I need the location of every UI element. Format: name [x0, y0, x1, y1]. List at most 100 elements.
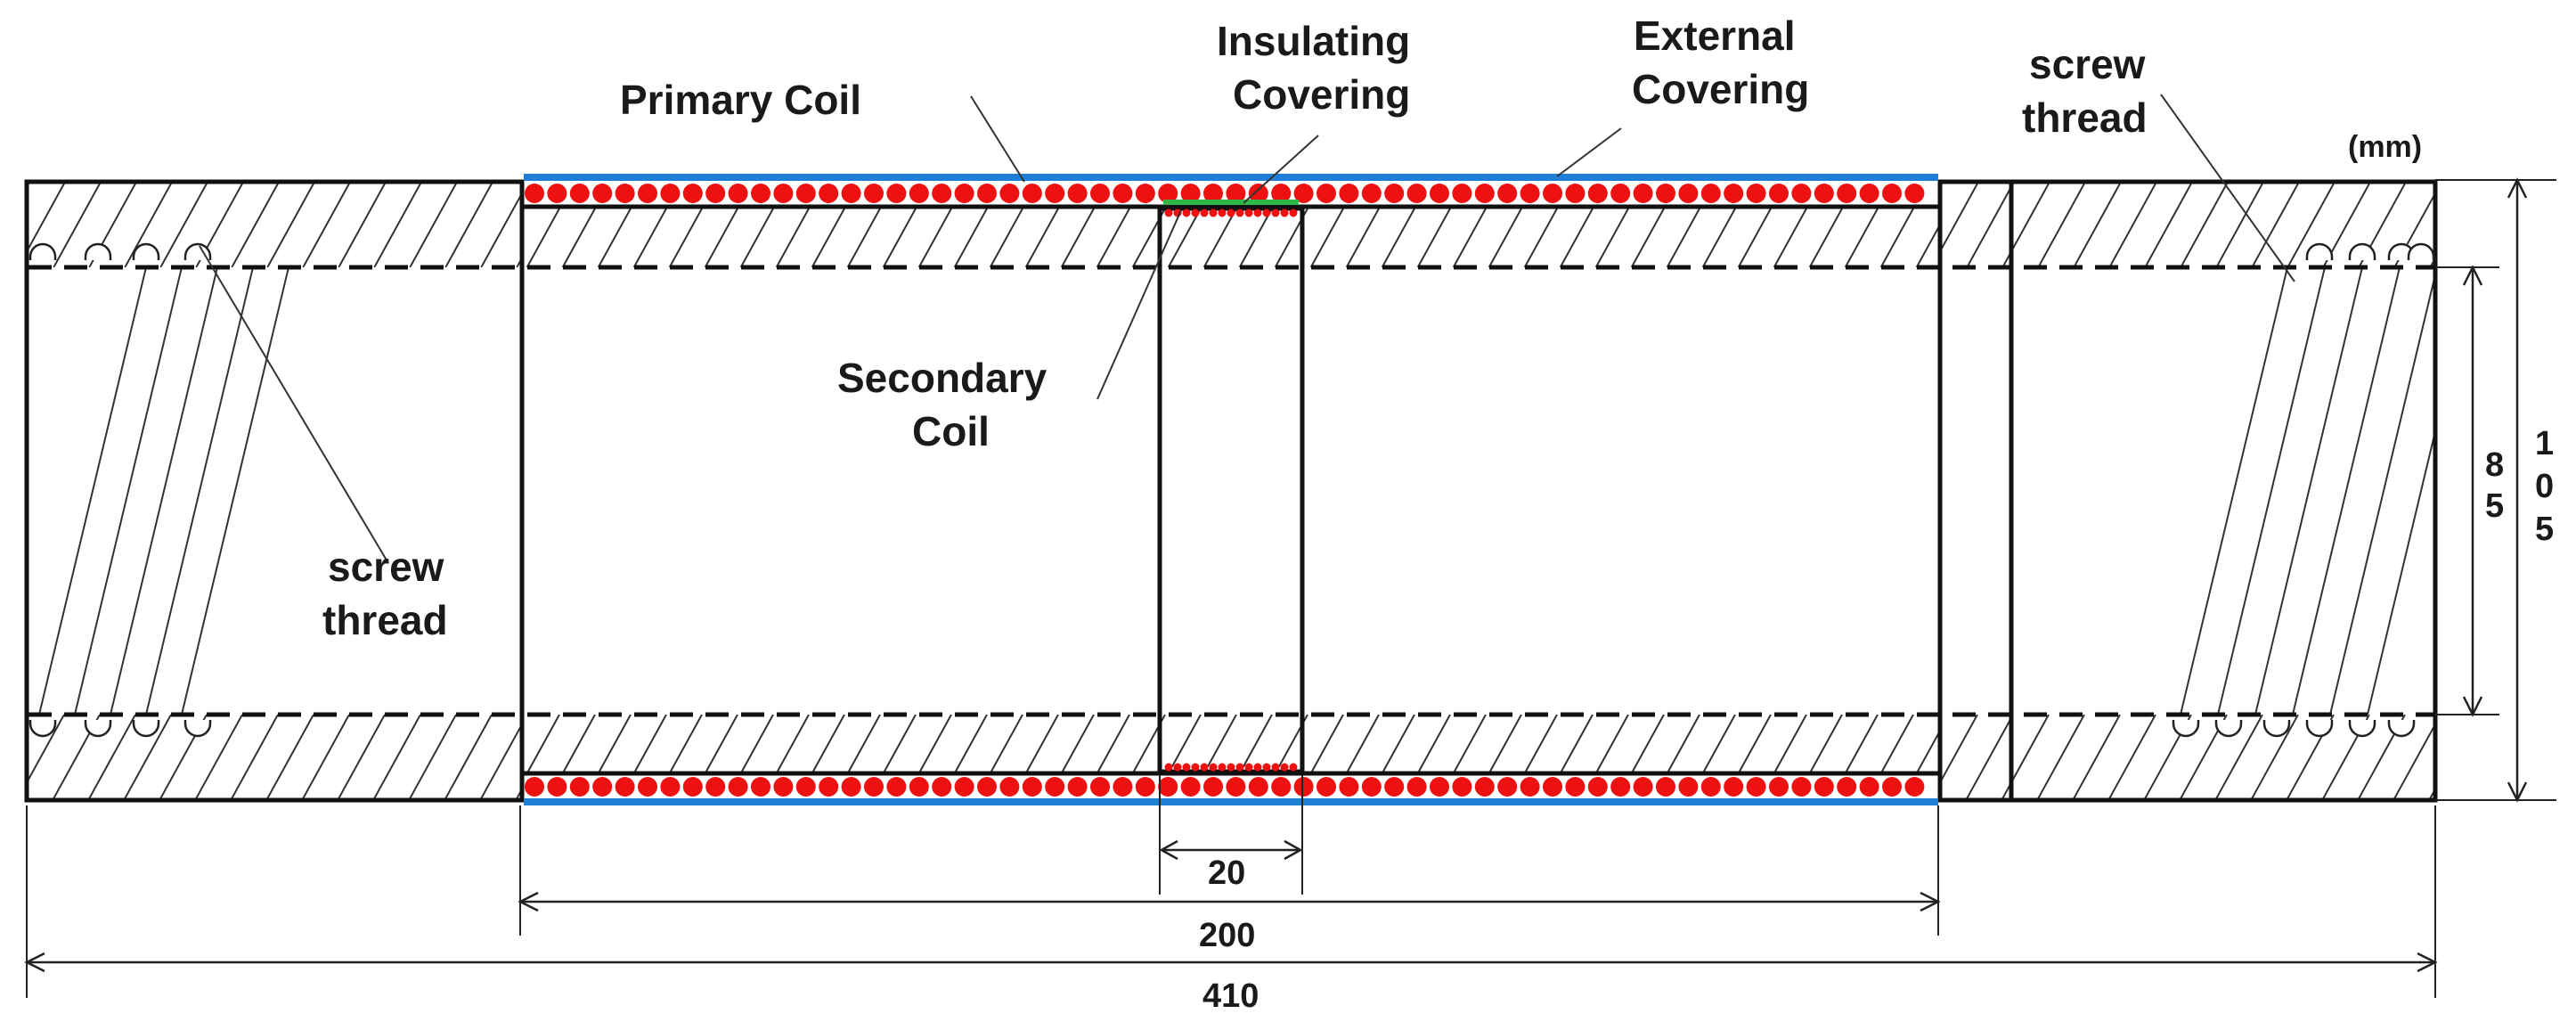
hatch-line: [53, 184, 101, 267]
coil-dot: [1904, 184, 1925, 203]
coil-dot: [682, 777, 703, 797]
coil-dot: [1067, 777, 1088, 797]
coil-dot: [1244, 763, 1253, 772]
external-covering-label-line1: External: [1634, 12, 1796, 59]
coil-dot: [977, 777, 997, 797]
coil-dot: [819, 184, 839, 203]
hatch-line: [444, 184, 493, 267]
hatch-line: [1202, 208, 1237, 267]
insulating-covering-label-line1: Insulating: [1217, 18, 1410, 64]
coil-dot: [1191, 763, 1200, 772]
dim-105-digit-1: 1: [2535, 425, 2554, 462]
coil-dot: [841, 777, 861, 797]
coil-dot: [1430, 184, 1449, 203]
thread-loop: [183, 242, 212, 260]
secondary-coil-leader: [1096, 209, 1182, 400]
hatch-line: [1595, 715, 1629, 772]
hatch-left-top: [29, 184, 520, 267]
hatch-line: [2287, 184, 2335, 267]
coil-dot: [615, 777, 635, 797]
thread-line: [145, 267, 254, 715]
hatch-line: [1238, 208, 1273, 267]
dim-410-value: 410: [1202, 977, 1259, 1015]
coil-dot: [1164, 208, 1173, 217]
coil-dot: [569, 777, 590, 797]
hatch-line: [2393, 725, 2433, 798]
coil-dot: [615, 184, 635, 203]
coil-dot: [1543, 184, 1562, 203]
hatch-line: [195, 715, 243, 798]
hatch-line: [1524, 715, 1558, 772]
hatch-line: [847, 715, 881, 772]
coil-dot: [1227, 208, 1235, 217]
hatch-line: [704, 208, 738, 267]
coil-dot: [1182, 763, 1191, 772]
screw-thread-left-lines: [38, 267, 289, 715]
hatch-line: [739, 208, 774, 267]
coil-dot: [886, 777, 907, 797]
coil-dot: [1235, 208, 1244, 217]
hatch-line: [1631, 715, 1665, 772]
coil-dot: [1610, 777, 1631, 797]
coil-dot: [864, 777, 884, 797]
thread-line: [2329, 278, 2433, 715]
hatch-line: [811, 208, 845, 267]
coil-dot: [1158, 184, 1178, 203]
coil-dot: [1904, 777, 1925, 797]
hatch-line: [338, 715, 386, 798]
hatch-line: [846, 208, 881, 267]
coil-dot: [728, 777, 748, 797]
hatch-line: [1096, 208, 1130, 267]
coil-dot: [1587, 184, 1608, 203]
coil-dot: [977, 184, 997, 203]
coil-dot: [1182, 208, 1191, 217]
coil-dot: [1218, 208, 1227, 217]
thread-line: [74, 267, 183, 715]
hatch-line: [373, 715, 421, 798]
coil-dot: [547, 184, 567, 203]
hatch-line: [1915, 225, 1938, 267]
coil-dot: [1678, 777, 1699, 797]
secondary-coil-top-row: [1164, 208, 1298, 217]
hatch-line: [1096, 715, 1130, 772]
coil-dot: [819, 777, 839, 797]
coil-dot: [569, 184, 590, 203]
hatch-line: [990, 715, 1023, 772]
coil-dot: [1520, 777, 1540, 797]
hatch-line: [231, 184, 279, 267]
hatch-line: [1309, 208, 1344, 267]
coil-dot: [660, 777, 681, 797]
coil-dot: [1227, 763, 1235, 772]
coil-dot: [728, 184, 748, 203]
hatch-line: [1417, 715, 1451, 772]
thread-line: [2217, 267, 2326, 715]
hatch-line: [124, 715, 172, 798]
screw-thread-left-leader: [199, 245, 389, 564]
coil-dot: [1565, 184, 1586, 203]
hatch-line: [480, 725, 520, 798]
coil-dot: [1497, 184, 1518, 203]
thread-loop: [2262, 720, 2291, 738]
hatch-line: [2108, 184, 2156, 267]
coil-dot: [1262, 763, 1271, 772]
hatch-left-bottom: [0, 715, 520, 798]
dim-20-arrow-right: [1284, 839, 1303, 861]
hatch-line: [2037, 715, 2085, 798]
dim-20-arrow-left: [1159, 839, 1178, 861]
hatch-middle-bottom: [524, 715, 1938, 772]
dim-105-digit-3: 5: [2535, 511, 2554, 548]
hatch-line: [1879, 208, 1914, 267]
hatch-line: [88, 715, 136, 798]
coil-dot: [1543, 777, 1562, 797]
hatch-line: [2251, 715, 2299, 798]
dim-85-digit-1: 8: [2485, 446, 2504, 484]
secondary-coil-window: [1157, 206, 1305, 774]
coil-dot: [751, 184, 770, 203]
coil-dot: [1384, 777, 1405, 797]
hatch-line: [0, 715, 29, 798]
coil-dot: [1158, 777, 1178, 797]
coil-dot: [1633, 184, 1653, 203]
hatch-line: [1382, 715, 1415, 772]
hatch-line: [1738, 715, 1772, 772]
coil-dot: [1746, 777, 1766, 797]
